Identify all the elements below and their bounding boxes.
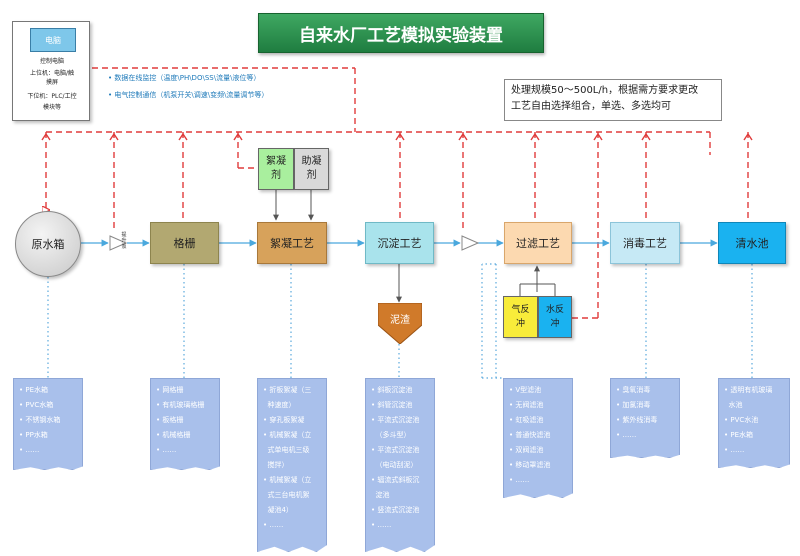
list-item: • 不锈钢水箱 [19, 416, 61, 424]
list-item: • …… [156, 446, 177, 454]
list-item: • PE水箱 [19, 386, 49, 394]
list-item: • 双阀滤池 [509, 446, 544, 454]
list-item: 种速度） [267, 401, 296, 409]
coagulation-unit: 絮凝工艺 [257, 222, 327, 264]
note-control: 电气控制通信（机泵开关\调速\变频\流量调节等） [114, 91, 269, 99]
list-item: 凝池4） [267, 506, 293, 514]
list-item: • 机械格栅 [156, 431, 191, 439]
list-item: • 网格栅 [156, 386, 184, 394]
sludge-label: 泥渣 [390, 315, 410, 326]
clear-water-tank: 清水池 [718, 222, 786, 264]
list-item: 式单电机三级 [267, 446, 310, 454]
list-item: • …… [263, 521, 284, 529]
list-item: • PVC水池 [724, 416, 759, 424]
list-item: • 机械絮凝（立 [263, 431, 312, 439]
list-item: • 有机玻璃格栅 [156, 401, 205, 409]
list-item: 搅拌） [267, 461, 289, 469]
coagulation-options: • 折板絮凝（三 种速度） • 穿孔板絮凝 • 机械絮凝（立 式单电机三级 搅拌… [257, 378, 327, 552]
list-item: • 臭氧消毒 [616, 386, 651, 394]
list-item: • PVC水箱 [19, 401, 54, 409]
list-item: • …… [509, 476, 530, 484]
list-item: 水池 [728, 401, 743, 409]
list-item: （多斗型） [375, 431, 411, 439]
water-backwash-label: 水反冲 [545, 305, 564, 329]
disinfection-unit: 消毒工艺 [610, 222, 680, 264]
lift-pump-label: 提升泵 [121, 232, 127, 250]
list-item: • 竖流式沉淀池 [371, 506, 420, 514]
list-item: • PE水箱 [724, 431, 754, 439]
filtration-unit: 过滤工艺 [504, 222, 572, 264]
lift-pump-icon [109, 235, 127, 251]
control-line: 模块等 [42, 104, 61, 111]
water-backwash: 水反冲 [538, 296, 572, 338]
flocculant-dosing: 絮凝剂 [258, 148, 294, 190]
list-item: • 普通快滤池 [509, 431, 551, 439]
control-line: 下位机：PLC/工控 [27, 93, 77, 100]
control-line: 摸屏 [45, 79, 58, 86]
flocculant-label: 絮凝剂 [266, 156, 286, 181]
list-item: • 透明有机玻璃 [724, 386, 773, 394]
computer-monitor: 电脑 [30, 28, 76, 52]
list-item: • 折板絮凝（三 [263, 386, 312, 394]
scale-note-line: 处理规模50～500L/h，根据需方要求更改 [511, 85, 699, 96]
list-item: • 机械絮凝（立 [263, 476, 312, 484]
list-item: • 穿孔板絮凝 [263, 416, 305, 424]
air-backwash: 气反冲 [503, 296, 538, 338]
raw-tank-options: • PE水箱 • PVC水箱 • 不锈钢水箱 • PP水箱 • …… [13, 378, 83, 470]
bullet-icon: • [108, 74, 115, 82]
list-item: • 板格栅 [156, 416, 184, 424]
air-backwash-label: 气反冲 [511, 305, 530, 329]
diagram-title: 自来水厂工艺模拟实验装置 [258, 13, 544, 53]
list-item: • 移动罩滤池 [509, 461, 551, 469]
clear-tank-options: • 透明有机玻璃 水池 • PVC水池 • PE水箱 • …… [718, 378, 790, 468]
sedimentation-unit: 沉淀工艺 [365, 222, 434, 264]
list-item: • 平流式沉淀池 [371, 416, 420, 424]
list-item: • …… [616, 431, 637, 439]
control-line: 控制电脑 [39, 58, 64, 65]
list-item: • …… [19, 446, 40, 454]
list-item: • …… [371, 521, 392, 529]
list-item: • PP水箱 [19, 431, 48, 439]
monitoring-notes: • 数据在线监控（温度\PH\DO\SS\流量\液位等） • 电气控制通信（机泵… [108, 70, 268, 104]
control-computer-box: 电脑 控制电脑 上位机：电脑/触 摸屏 下位机：PLC/工控 模块等 [12, 21, 90, 121]
bullet-icon: • [108, 91, 115, 99]
coagulant-aid-dosing: 助凝剂 [294, 148, 329, 190]
note-monitoring: 数据在线监控（温度\PH\DO\SS\流量\液位等） [114, 74, 261, 82]
screen-unit: 格栅 [150, 222, 219, 264]
list-item: • 斜板沉淀池 [371, 386, 413, 394]
filtration-options: • V型滤池 • 无阀滤池 • 虹吸滤池 • 普通快滤池 • 双阀滤池 • 移动… [503, 378, 573, 498]
scale-note-line: 工艺自由选择组合，单选、多选均可 [511, 101, 671, 112]
list-item: • 无阀滤池 [509, 401, 544, 409]
screen-options: • 网格栅 • 有机玻璃格栅 • 板格栅 • 机械格栅 • …… [150, 378, 220, 470]
list-item: • 平流式沉淀池 [371, 446, 420, 454]
list-item: • 辐流式斜板沉 [371, 476, 420, 484]
list-item: 淀池 [375, 491, 390, 499]
coagulant-aid-label: 助凝剂 [301, 156, 322, 181]
sedimentation-options: • 斜板沉淀池 • 斜管沉淀池 • 平流式沉淀池 （多斗型） • 平流式沉淀池 … [365, 378, 435, 552]
control-line: 上位机：电脑/触 [29, 70, 75, 77]
list-item: • V型滤池 [509, 386, 542, 394]
list-item: （电动刮泥） [375, 461, 418, 469]
list-item: • 加氯消毒 [616, 401, 651, 409]
sludge-hopper: 泥渣 [378, 303, 422, 344]
raw-water-tank: 原水箱 [15, 211, 81, 277]
list-item: 式三台电机絮 [267, 491, 310, 499]
lift-pump-icon-2 [461, 235, 479, 251]
control-bus [46, 67, 749, 319]
scale-note-box: 处理规模50～500L/h，根据需方要求更改 工艺自由选择组合，单选、多选均可 [504, 79, 722, 121]
disinfection-options: • 臭氧消毒 • 加氯消毒 • 紫外线消毒 • …… [610, 378, 680, 458]
list-item: • 紫外线消毒 [616, 416, 658, 424]
list-item: • …… [724, 446, 745, 454]
list-item: • 虹吸滤池 [509, 416, 544, 424]
list-item: • 斜管沉淀池 [371, 401, 413, 409]
